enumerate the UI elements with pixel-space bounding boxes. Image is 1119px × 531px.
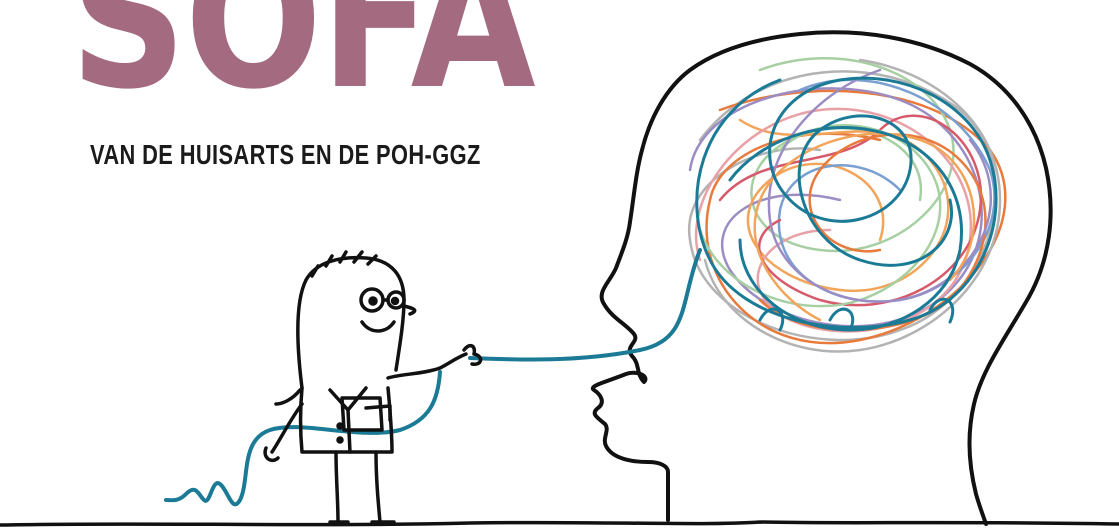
doctor-figure bbox=[263, 250, 483, 524]
doctor-smile bbox=[360, 320, 396, 333]
page-title: SOFA bbox=[70, 0, 536, 131]
doctor-head bbox=[296, 255, 406, 390]
page-subtitle: VAN DE HUISARTS EN DE POH-GGZ bbox=[90, 139, 481, 170]
doctor-clipboard bbox=[340, 396, 384, 432]
stethoscope-cord bbox=[164, 370, 442, 507]
doctor-legs bbox=[334, 450, 382, 524]
head-profile-outline bbox=[590, 30, 1053, 526]
tangle-scribble bbox=[687, 57, 1007, 353]
stethoscope-tube bbox=[468, 248, 702, 362]
doctor-hair bbox=[310, 250, 378, 278]
ground-line bbox=[0, 520, 1119, 527]
